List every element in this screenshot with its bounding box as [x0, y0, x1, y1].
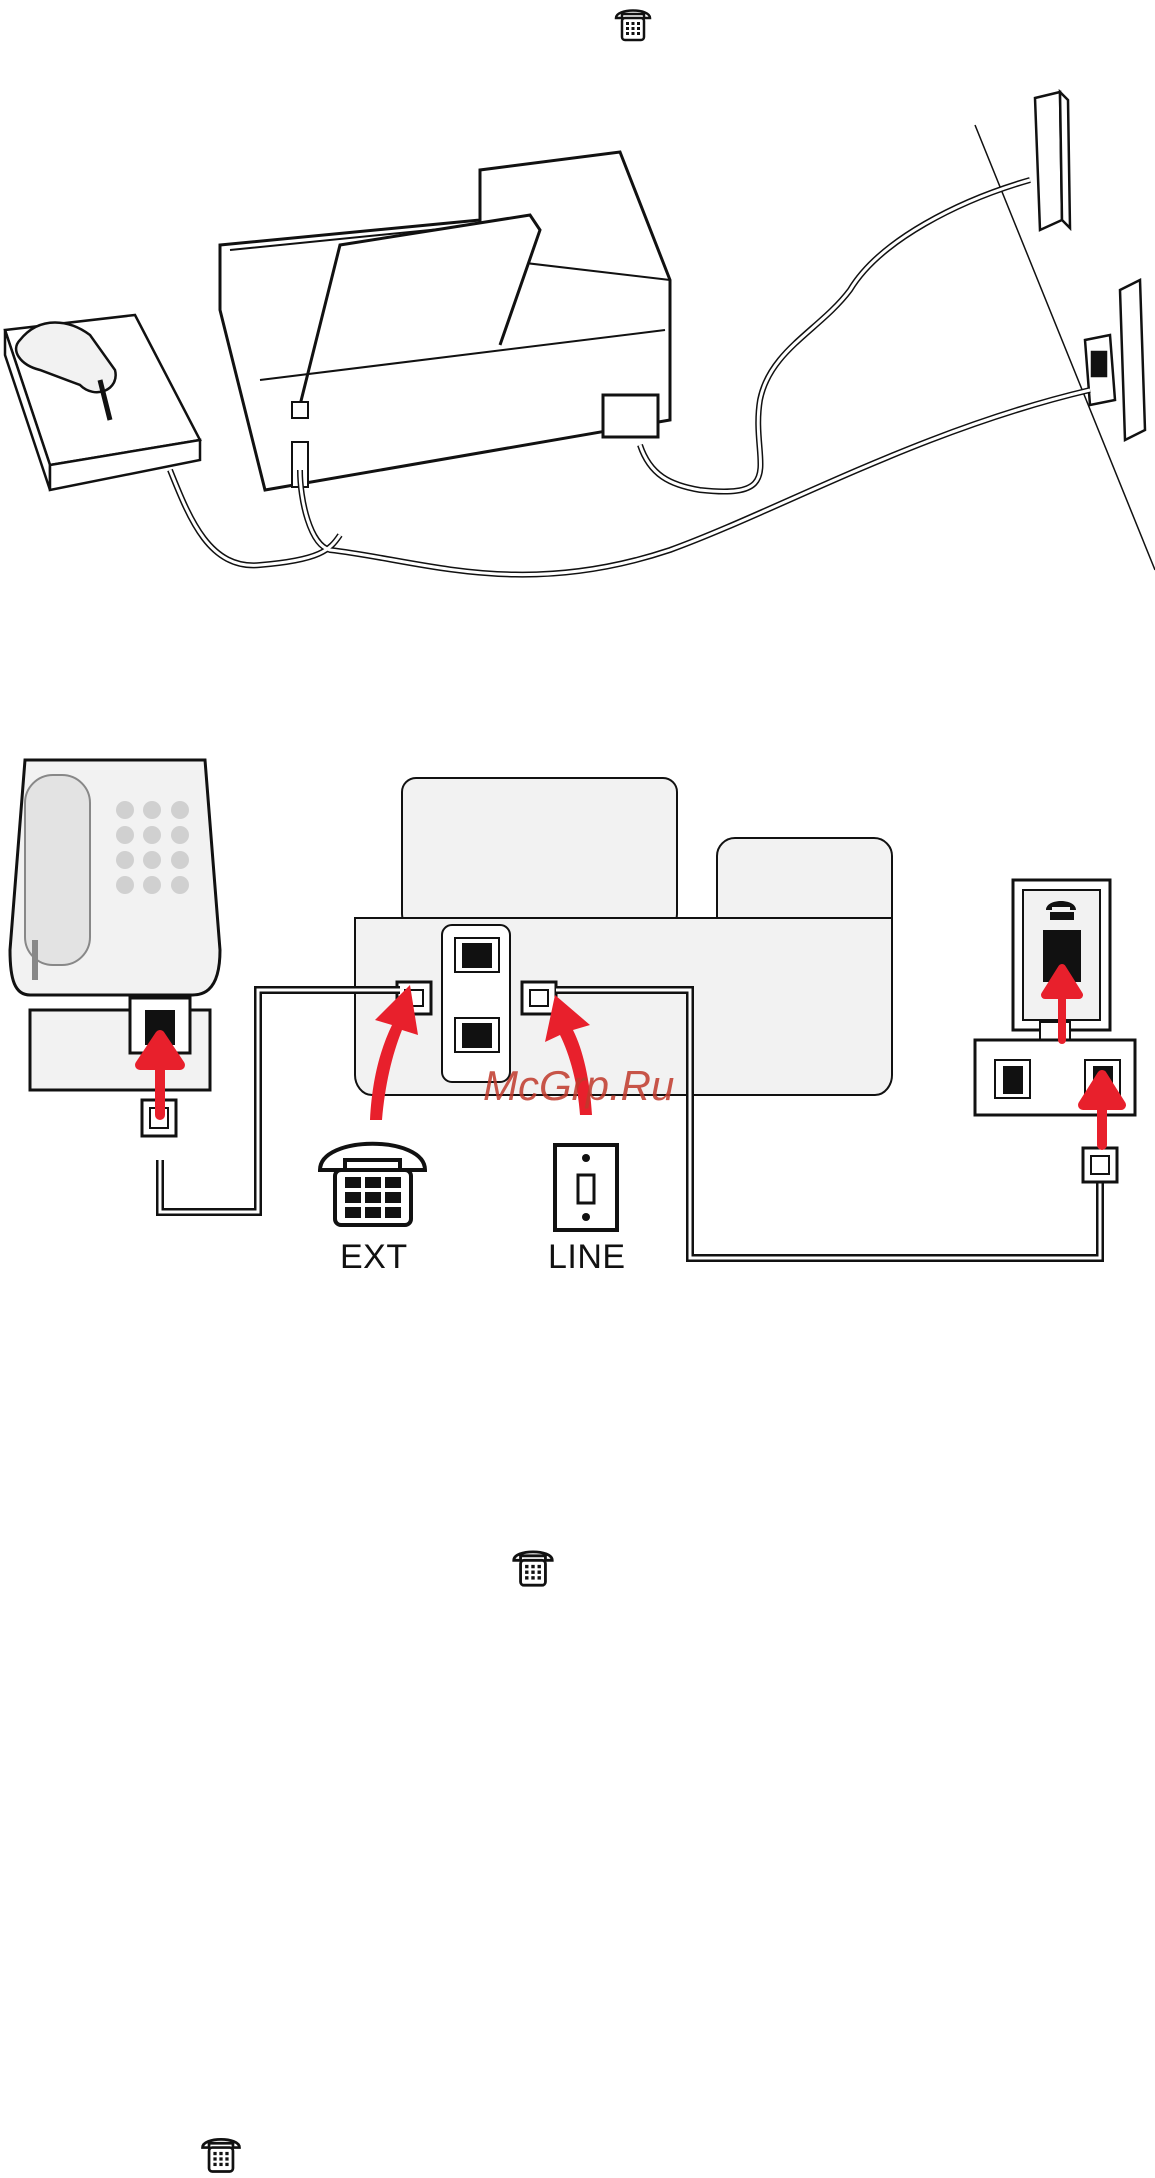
telephone-device	[5, 315, 200, 490]
printer-setup-illustration	[0, 80, 1155, 600]
telephone-icon	[505, 1540, 561, 1592]
printer-device	[220, 152, 670, 490]
phone-wall-jack	[1085, 280, 1145, 440]
telephone-icon	[610, 0, 656, 46]
telephone-device	[10, 760, 220, 1090]
printer-device	[355, 778, 892, 1310]
line-wall-plate-icon	[555, 1145, 617, 1230]
ext-telephone-icon	[320, 1144, 425, 1225]
line-port	[522, 982, 556, 1014]
power-outlet	[1035, 92, 1070, 230]
line-label: LINE	[548, 1238, 626, 1277]
watermark: McGrp.Ru	[483, 1062, 674, 1110]
ext-label: EXT	[340, 1238, 408, 1277]
plug-splitter-end	[1083, 1148, 1117, 1182]
connection-schematic	[0, 750, 1155, 1310]
telephone-icon	[193, 2128, 249, 2178]
